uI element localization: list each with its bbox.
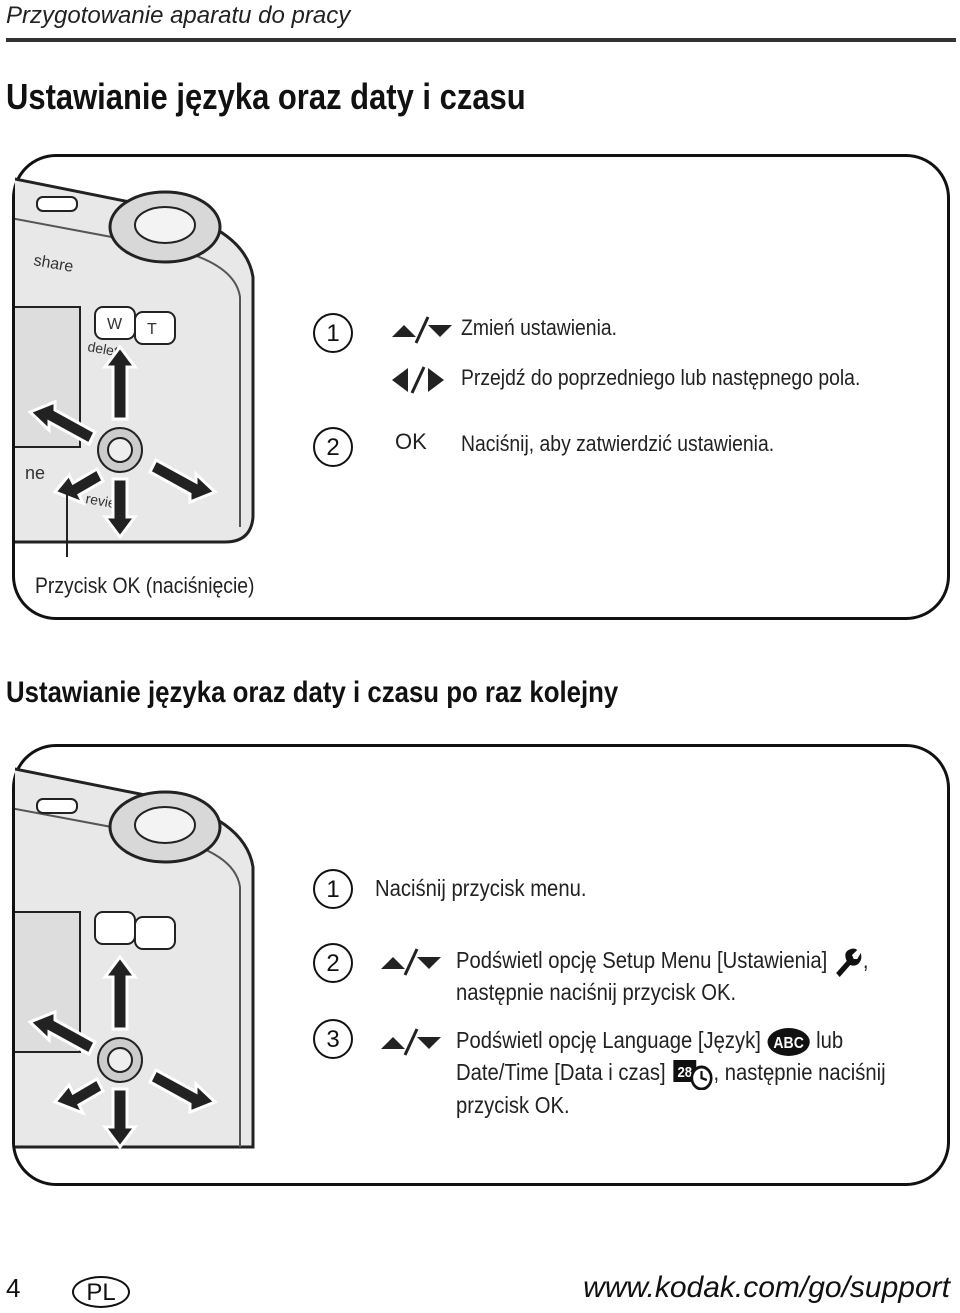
step2-2-line1: Podświetl opcję Setup Menu [Ustawienia] <box>456 947 828 973</box>
step-1-text: Zmień ustawienia. <box>461 315 618 340</box>
t-label: T <box>147 321 157 338</box>
chapter-title: Przygotowanie aparatu do pracy <box>6 2 351 29</box>
section-title: Ustawianie języka oraz daty i czasu <box>6 76 526 117</box>
page-number: 4 <box>6 1273 21 1303</box>
share-label: share <box>32 252 74 276</box>
up-down-arrows-icon <box>392 316 452 344</box>
camera-illustration-2 <box>15 767 255 1150</box>
language-abc-icon: ABC <box>767 1027 810 1056</box>
section-2-title: Ustawianie języka oraz daty i czasu po r… <box>6 676 619 709</box>
wrench-icon <box>836 948 862 977</box>
up-down-arrows-icon <box>381 1028 441 1056</box>
step-1b-text: Przejdź do poprzedniego lub następnego p… <box>461 365 861 390</box>
step2-number-3: 3 <box>313 1019 353 1059</box>
step2-3-line1b: lub <box>816 1027 844 1053</box>
ok-button-callout: Przycisk OK (naciśnięcie) <box>35 573 255 598</box>
step2-3-line2b: , następnie naciśnij <box>713 1058 886 1085</box>
ok-key-label: OK <box>395 429 427 454</box>
left-right-arrows-icon <box>392 366 444 394</box>
instruction-box-2: 1 Naciśnij przycisk menu. 2 Podświetl op… <box>12 744 950 1186</box>
date-time-icon: 28 <box>672 1059 713 1090</box>
step-number-2: 2 <box>313 427 353 467</box>
step-2-text: Naciśnij, aby zatwierdzić ustawienia. <box>461 431 775 456</box>
up-down-arrows-icon <box>381 948 441 976</box>
step2-3-line1a: Podświetl opcję Language [Język] <box>456 1027 761 1053</box>
step2-2-comma: , <box>862 947 869 973</box>
header-rule <box>6 38 956 42</box>
w-label: W <box>107 316 123 333</box>
ne-label: ne <box>25 463 45 483</box>
step-number-1: 1 <box>313 313 353 353</box>
camera-illustration: W T share delete review ne <box>15 177 255 557</box>
date-icon-text: 28 <box>677 1063 692 1080</box>
abc-icon-text: ABC <box>773 1034 804 1052</box>
step2-2-text: Podświetl opcję Setup Menu [Ustawienia] … <box>456 945 868 1007</box>
language-badge: PL <box>72 1276 130 1308</box>
step2-2-line2: następnie naciśnij przycisk OK. <box>456 978 737 1005</box>
step2-3-line3: przycisk OK. <box>456 1091 570 1118</box>
step2-number-2: 2 <box>313 943 353 983</box>
step2-1-text: Naciśnij przycisk menu. <box>375 875 587 901</box>
step2-number-1: 1 <box>313 869 353 909</box>
step2-3-text: Podświetl opcję Language [Język] ABC lub… <box>456 1025 886 1120</box>
support-url[interactable]: www.kodak.com/go/support <box>583 1271 950 1304</box>
step2-3-line2a: Date/Time [Data i czas] <box>456 1058 666 1085</box>
instruction-box-1: W T share delete review ne 1 Zmień ustaw… <box>12 154 950 620</box>
